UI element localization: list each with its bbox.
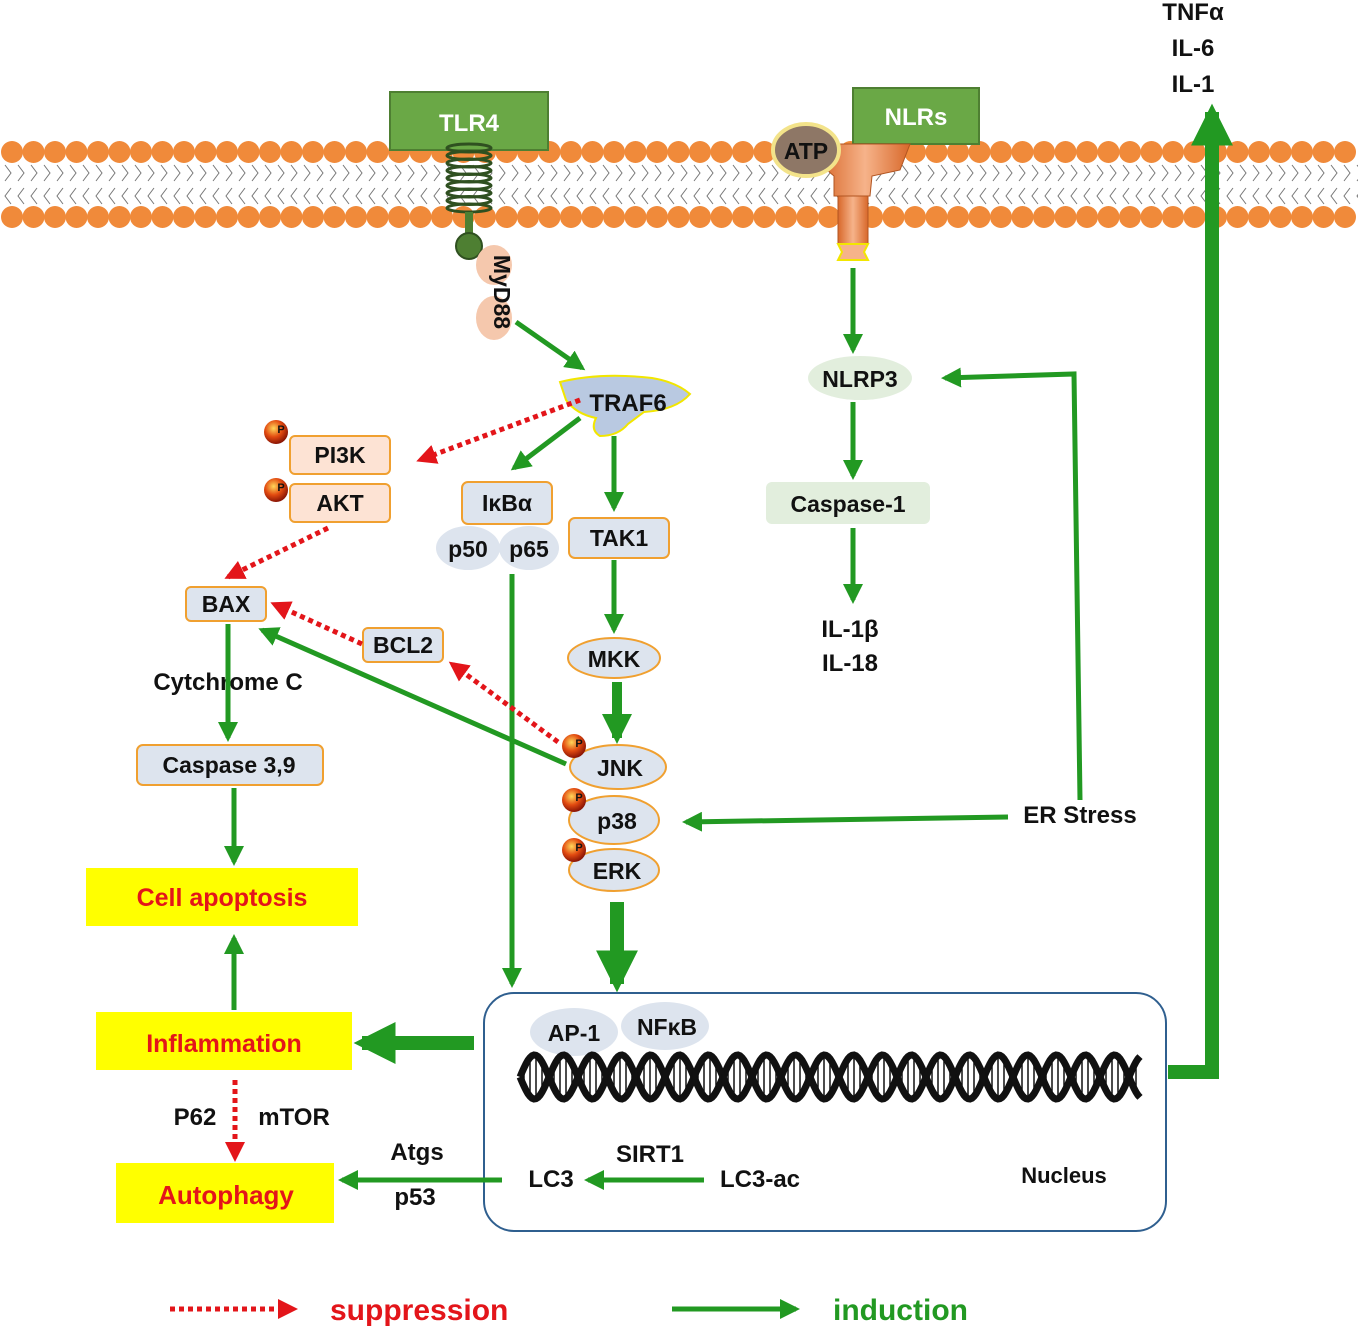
mtor-label: mTOR xyxy=(258,1104,330,1131)
akt-node: AKT xyxy=(289,483,391,523)
autophagy-box: Autophagy xyxy=(116,1163,334,1223)
er-stress-label: ER Stress xyxy=(1023,802,1136,829)
svg-text:BCL2: BCL2 xyxy=(373,632,433,658)
phospho-icon: P xyxy=(562,734,586,758)
arrow-nucleus-cytokines xyxy=(1168,103,1233,1079)
tnfa-label: TNFα xyxy=(1162,0,1224,26)
svg-text:MKK: MKK xyxy=(588,646,641,672)
arrow-myd88-traf6 xyxy=(514,319,586,371)
lc3-label: LC3 xyxy=(528,1166,573,1193)
nucleus-label: Nucleus xyxy=(1021,1163,1107,1188)
caspase1-node: Caspase-1 xyxy=(766,482,930,524)
svg-text:P: P xyxy=(575,842,582,854)
p38-node: p38 xyxy=(568,795,660,845)
ap1-label: AP-1 xyxy=(548,1020,601,1046)
nlrp3-node: NLRP3 xyxy=(808,356,912,400)
nlrs-receptor: NLRs ATP xyxy=(771,87,980,261)
dna-helix xyxy=(516,1051,1143,1103)
phospho-icon: P xyxy=(562,788,586,812)
nlrs-label: NLRs xyxy=(885,104,948,131)
cell-membrane xyxy=(0,141,1358,228)
svg-text:p65: p65 xyxy=(509,536,549,562)
svg-text:BAX: BAX xyxy=(202,591,251,617)
svg-text:P: P xyxy=(575,738,582,750)
arrow-traf6-ikba xyxy=(510,416,582,471)
legend-suppression-label: suppression xyxy=(330,1294,508,1327)
bax-node: BAX xyxy=(185,586,267,622)
inflammation-box: Inflammation xyxy=(96,1012,352,1070)
svg-text:p38: p38 xyxy=(597,808,637,834)
nfkb-label: NFκB xyxy=(637,1014,697,1040)
myd88-label: MyD88 xyxy=(489,255,515,329)
tlr4-stem xyxy=(465,212,473,240)
svg-text:TAK1: TAK1 xyxy=(590,525,649,551)
svg-text:PI3K: PI3K xyxy=(314,442,366,468)
svg-text:Autophagy: Autophagy xyxy=(158,1180,294,1210)
atp-label: ATP xyxy=(784,138,828,164)
svg-text:ERK: ERK xyxy=(593,858,642,884)
suppression-arrows xyxy=(224,397,581,1162)
tlr4-coil xyxy=(445,142,493,214)
svg-text:Cell apoptosis: Cell apoptosis xyxy=(137,884,308,912)
nucleus: AP-1 NFκB SIRT1 LC3 LC3-ac Nucleus xyxy=(483,992,1167,1232)
caspase39-node: Caspase 3,9 xyxy=(136,744,324,786)
atgs-label: Atgs xyxy=(390,1139,443,1166)
jnk-node: JNK xyxy=(569,744,667,790)
svg-text:NLRP3: NLRP3 xyxy=(822,366,897,392)
arrow-bcl2-bax xyxy=(270,601,364,647)
arrow-traf6-pi3k xyxy=(416,397,581,464)
il18-label: IL-18 xyxy=(822,650,878,677)
traf6-label: TRAF6 xyxy=(589,390,666,417)
nfkb-node xyxy=(621,1002,709,1050)
tlr4-tir-domain xyxy=(455,232,483,260)
erk-node: ERK xyxy=(568,848,660,892)
tlr4-label: TLR4 xyxy=(439,110,500,137)
tak1-node: TAK1 xyxy=(568,517,670,559)
p65-node: p65 xyxy=(499,526,559,570)
induction-arrows xyxy=(218,103,1233,1190)
svg-text:p50: p50 xyxy=(448,536,488,562)
bcl2-node: BCL2 xyxy=(362,627,444,663)
phospho-icon: P xyxy=(562,838,586,862)
arrow-jnk-bax xyxy=(258,627,568,767)
mkk-node: MKK xyxy=(567,637,661,679)
arrow-jnk-bcl2 xyxy=(448,661,560,745)
tlr4-receptor: TLR4 xyxy=(389,91,549,260)
svg-text:Inflammation: Inflammation xyxy=(146,1030,302,1058)
phospho-icon: P xyxy=(264,478,288,502)
p50-node: p50 xyxy=(436,526,500,570)
sirt1-label: SIRT1 xyxy=(616,1141,684,1168)
il6-label: IL-6 xyxy=(1172,35,1215,62)
legend: suppression induction xyxy=(170,1294,968,1327)
p53-label: p53 xyxy=(394,1184,435,1211)
svg-text:P: P xyxy=(277,482,284,494)
svg-text:P: P xyxy=(277,424,284,436)
svg-text:P: P xyxy=(575,792,582,804)
arrow-akt-bax xyxy=(224,525,330,580)
pi3k-node: PI3K xyxy=(289,435,391,475)
svg-text:JNK: JNK xyxy=(597,755,643,781)
nlrs-box xyxy=(852,87,980,145)
traf6-node: TRAF6 xyxy=(558,374,692,438)
ap1-node xyxy=(530,1008,618,1056)
phospho-icon: P xyxy=(264,420,288,444)
il1b-label: IL-1β xyxy=(821,616,878,643)
myd88: MyD88 xyxy=(476,245,515,340)
arrow-erstress-nlrp3 xyxy=(941,367,1083,801)
p62-label: P62 xyxy=(174,1104,217,1131)
svg-text:AKT: AKT xyxy=(316,490,363,516)
arrow-erstress-p38 xyxy=(682,811,1009,832)
ikba-node: IκBα xyxy=(461,481,553,525)
svg-text:Caspase-1: Caspase-1 xyxy=(790,491,905,517)
atp-molecule xyxy=(771,122,841,178)
svg-text:Caspase 3,9: Caspase 3,9 xyxy=(163,752,296,778)
il1-label: IL-1 xyxy=(1172,71,1215,98)
legend-induction-label: induction xyxy=(833,1294,968,1327)
phospho-markers: P P P P P xyxy=(264,420,586,862)
lc3ac-label: LC3-ac xyxy=(720,1166,800,1193)
svg-text:IκBα: IκBα xyxy=(482,490,532,516)
cell-apoptosis-box: Cell apoptosis xyxy=(86,868,358,926)
